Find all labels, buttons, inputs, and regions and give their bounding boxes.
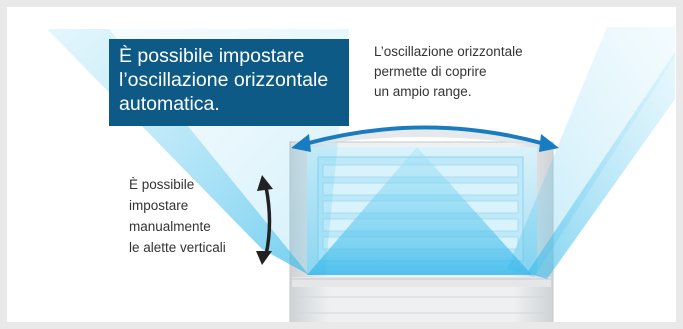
- vertical-louver-note: È possibile impostare manualmente le ale…: [129, 174, 269, 258]
- vertical-note-line-4: le alette verticali: [129, 240, 226, 255]
- vertical-note-line-2: impostare: [129, 198, 189, 213]
- horizontal-note-line-2: permette di coprire: [374, 64, 487, 79]
- horizontal-swing-note: L’oscillazione orizzontale permette di c…: [374, 42, 614, 102]
- horizontal-swing-arrow-icon: [291, 125, 559, 152]
- vertical-note-line-3: manualmente: [129, 219, 211, 234]
- title-callout: È possibile impostare l’oscillazione ori…: [109, 39, 349, 126]
- horizontal-note-line-1: L’oscillazione orizzontale: [374, 44, 523, 59]
- title-line-2: l’oscillazione orizzontale: [119, 69, 329, 91]
- illustration-panel: È possibile impostare l’oscillazione ori…: [7, 7, 676, 322]
- vertical-swing-arrow-icon: [256, 175, 273, 265]
- vertical-note-line-1: È possibile: [129, 177, 195, 192]
- horizontal-note-line-3: un ampio range.: [374, 84, 472, 99]
- title-line-3: automatica.: [119, 93, 220, 115]
- title-line-1: È possibile impostare: [119, 45, 305, 67]
